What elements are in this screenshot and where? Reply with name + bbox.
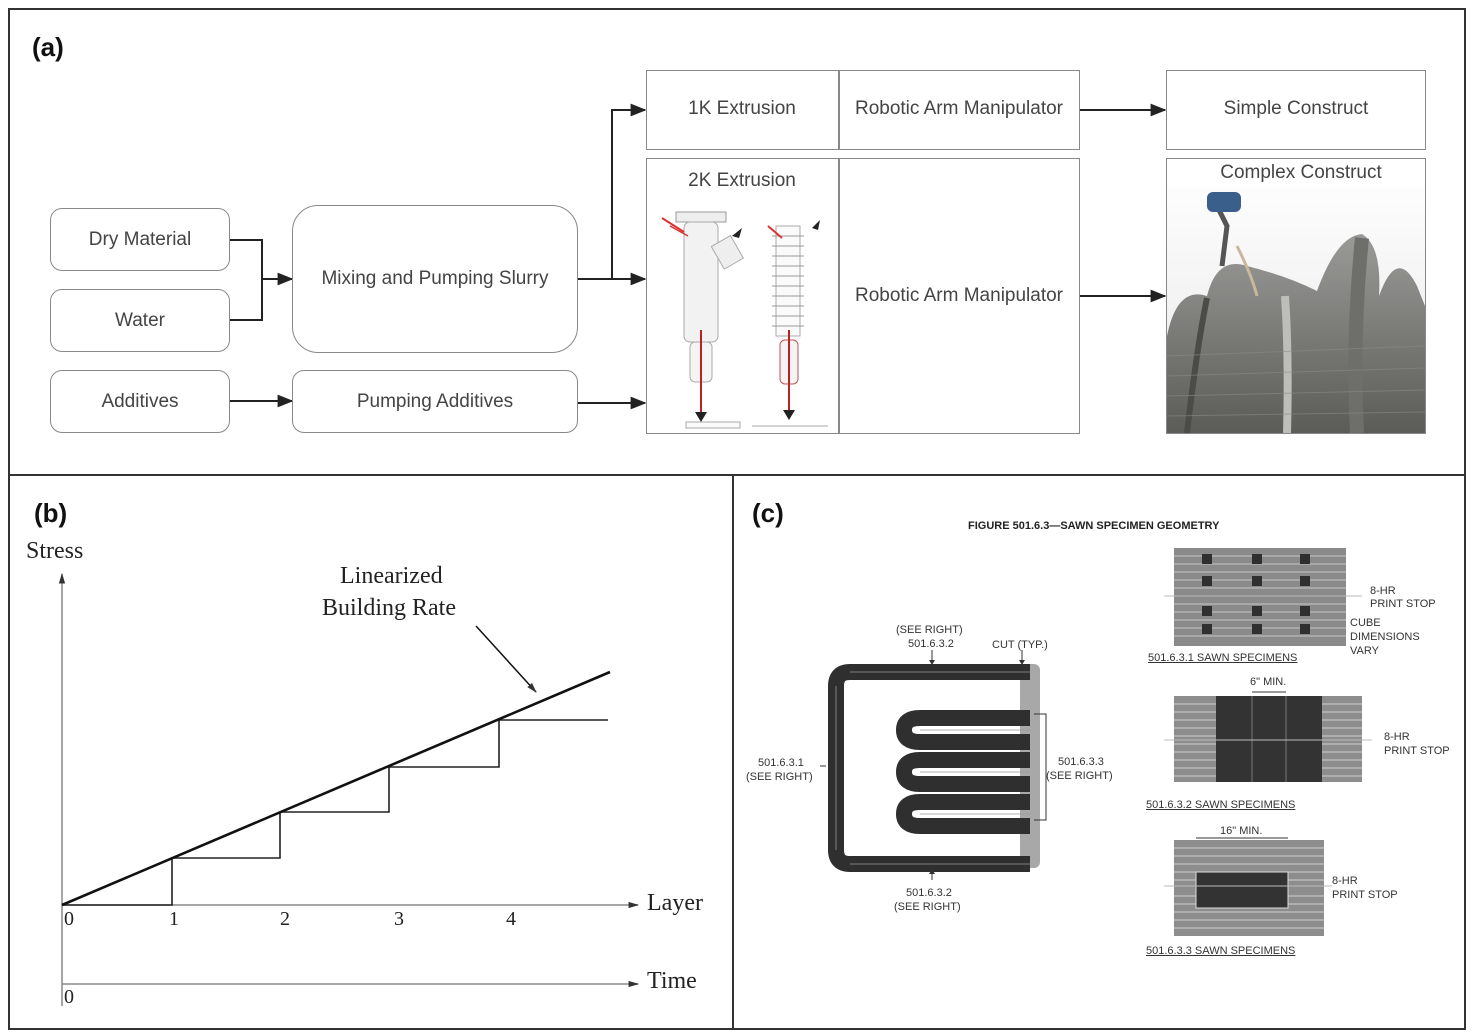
- layer-tick-4: 4: [506, 908, 516, 930]
- simple-construct-label: Simple Construct: [1223, 98, 1369, 119]
- ref-top: 501.6.3.2: [908, 638, 954, 650]
- layer-tick-3: 3: [394, 908, 404, 930]
- cut-typ: CUT (TYP.): [992, 639, 1048, 651]
- panel-b-label: (b): [34, 498, 68, 528]
- layer-axis-label: Layer: [647, 890, 703, 916]
- spec1-cube-1: CUBE: [1350, 617, 1381, 629]
- stress-layer-plot: [58, 572, 640, 1006]
- see-right-top: (SEE RIGHT): [896, 624, 963, 636]
- spec3-stop-1: 8-HR: [1332, 875, 1358, 887]
- additives-box: Additives: [50, 370, 230, 433]
- divider-2k: [838, 158, 840, 434]
- spec2-stop-1: 8-HR: [1384, 731, 1410, 743]
- complex-construct-photo: [1167, 186, 1425, 433]
- annotation-line-1: Linearized: [340, 563, 443, 589]
- spec2-caption: 501.6.3.2 SAWN SPECIMENS: [1146, 799, 1296, 811]
- spec3-stop-2: PRINT STOP: [1332, 889, 1398, 901]
- see-right-left: (SEE RIGHT): [746, 771, 813, 783]
- spec2-stop-2: PRINT STOP: [1384, 745, 1450, 757]
- specimen-2-drawing: [1164, 691, 1372, 782]
- ref-right: 501.6.3.3: [1058, 756, 1104, 768]
- panel-c: [732, 474, 1466, 1030]
- layer-tick-0: 0: [64, 908, 74, 930]
- additives-label: Additives: [101, 390, 179, 412]
- divider-1k: [838, 70, 840, 150]
- extrusion-2k-label: 2K Extrusion: [688, 170, 796, 191]
- water-label: Water: [115, 309, 165, 331]
- complex-construct-label: Complex Construct: [1220, 162, 1382, 183]
- layer-tick-1: 1: [169, 908, 179, 930]
- ref-bottom: 501.6.3.2: [906, 887, 952, 899]
- annotation-arrow: [475, 625, 537, 693]
- spec2-min: 6" MIN.: [1250, 676, 1287, 688]
- specimen-1-drawing: [1164, 548, 1362, 646]
- dry-material-label: Dry Material: [88, 228, 192, 250]
- time-axis-label: Time: [647, 968, 697, 994]
- y-axis-label: Stress: [26, 538, 84, 564]
- linearized-line: [61, 670, 611, 907]
- panel-a-connectors: [230, 103, 1167, 410]
- extrusion-1k-label: 1K Extrusion: [688, 98, 796, 119]
- panel-c-label: (c): [752, 498, 784, 528]
- mixing-box: Mixing and Pumping Slurry: [292, 205, 578, 353]
- pumping-additives-label: Pumping Additives: [356, 390, 514, 412]
- simple-construct-box: [1166, 70, 1426, 150]
- water-box: Water: [50, 289, 230, 352]
- spec1-stop-2: PRINT STOP: [1370, 598, 1436, 610]
- dry-material-box: Dry Material: [50, 208, 230, 271]
- extruder-illustration: [661, 211, 828, 429]
- ref-left: 501.6.3.1: [758, 757, 804, 769]
- layer-tick-2: 2: [280, 908, 290, 930]
- pumping-additives-box: Pumping Additives: [292, 370, 578, 433]
- see-right-right: (SEE RIGHT): [1046, 770, 1113, 782]
- spec1-caption: 501.6.3.1 SAWN SPECIMENS: [1148, 652, 1298, 664]
- row-1k: [646, 70, 1080, 150]
- spec1-stop-1: 8-HR: [1370, 585, 1396, 597]
- spec1-cube-2: DIMENSIONS: [1350, 631, 1420, 643]
- panel-a-label: (a): [32, 32, 64, 62]
- robotic-arm-2-label: Robotic Arm Manipulator: [854, 285, 1064, 306]
- annotation-line-2: Building Rate: [322, 595, 456, 621]
- robotic-arm-1-label: Robotic Arm Manipulator: [854, 98, 1064, 119]
- mixing-label: Mixing and Pumping Slurry: [321, 268, 549, 289]
- time-origin: 0: [64, 986, 74, 1008]
- serpentine-specimen: [820, 650, 1047, 880]
- stepped-stress: [62, 719, 608, 906]
- spec1-cube-3: VARY: [1350, 645, 1379, 657]
- spec3-caption: 501.6.3.3 SAWN SPECIMENS: [1146, 945, 1296, 957]
- see-right-bottom: (SEE RIGHT): [894, 901, 961, 913]
- specimen-3-drawing: [1164, 837, 1332, 936]
- spec3-min: 16" MIN.: [1220, 825, 1263, 837]
- figure-title: FIGURE 501.6.3—SAWN SPECIMEN GEOMETRY: [968, 520, 1220, 532]
